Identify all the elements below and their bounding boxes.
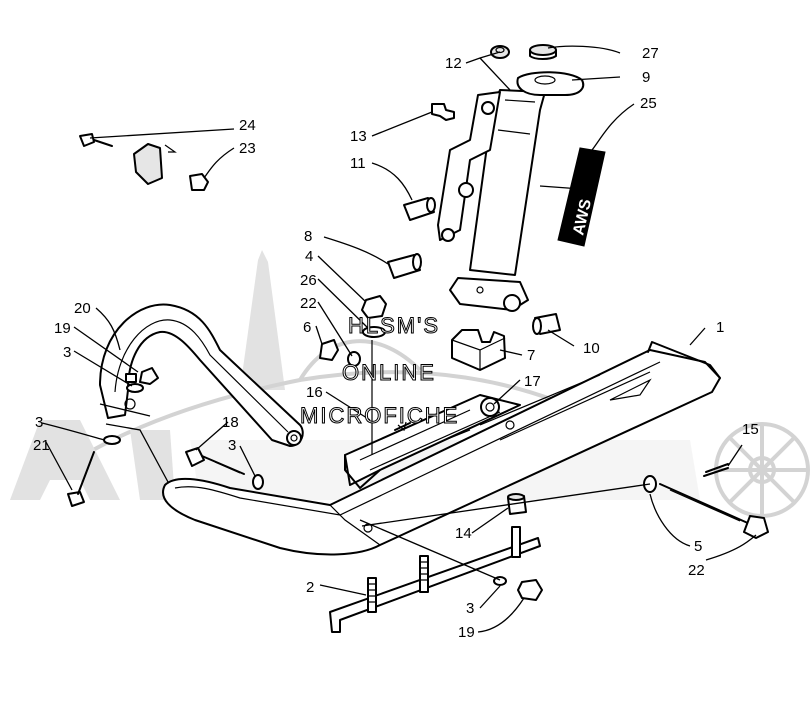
callout-11: 11 <box>350 155 366 172</box>
nut-19 <box>139 367 159 385</box>
callout-2: 2 <box>306 579 314 596</box>
callout-24: 24 <box>239 117 256 134</box>
nut-19-bottom <box>517 579 543 601</box>
watermark-line1: HLSM'S <box>348 313 440 338</box>
ski-saddle <box>344 394 521 489</box>
washer-3-left <box>252 474 264 490</box>
bushing-10 <box>532 313 561 335</box>
bolt-21 <box>67 451 95 507</box>
callout-27: 27 <box>642 45 659 62</box>
callout-12: 12 <box>445 55 462 72</box>
callout-3-mid: 3 <box>228 437 236 454</box>
watermark-line2: ONLINE <box>342 360 436 385</box>
wear-bar <box>329 526 541 633</box>
callout-8: 8 <box>304 228 312 245</box>
rubber-bumper <box>451 329 506 371</box>
callout-17: 17 <box>524 373 541 390</box>
callout-18: 18 <box>222 414 239 431</box>
bushing-11 <box>403 197 436 221</box>
callout-19-upper: 19 <box>54 320 71 337</box>
washer-3-21 <box>103 435 121 445</box>
callout-10: 10 <box>583 340 600 357</box>
callout-21: 21 <box>33 437 50 454</box>
nut-4 <box>361 295 387 319</box>
watermark: HLSM'S ONLINE MICROFICHE <box>300 313 459 429</box>
washer-26 <box>362 326 386 338</box>
callout-15: 15 <box>742 421 759 438</box>
callout-23: 23 <box>239 140 256 157</box>
callout-4: 4 <box>305 248 313 265</box>
callout-25: 25 <box>640 95 657 112</box>
ski-body <box>162 341 721 556</box>
nut-23 <box>189 173 209 191</box>
callout-9: 9 <box>642 69 650 86</box>
bushing-8 <box>387 253 422 279</box>
callout-16: 16 <box>306 384 323 401</box>
nut-6 <box>319 339 339 361</box>
callout-22-upper: 22 <box>300 295 317 312</box>
callout-5: 5 <box>694 538 702 555</box>
callout-14: 14 <box>455 525 472 542</box>
callout-6: 6 <box>303 319 311 336</box>
callout-13: 13 <box>350 128 367 145</box>
callout-3-left: 3 <box>35 414 43 431</box>
ski-loop-handle <box>99 303 304 447</box>
cotter-pin-15 <box>703 463 729 477</box>
callout-1: 1 <box>716 319 724 336</box>
grease-fitting-13 <box>431 103 455 121</box>
bolt-5 <box>659 483 769 539</box>
callout-19-lower: 19 <box>458 624 475 641</box>
callout-3-bottom: 3 <box>466 600 474 617</box>
bolt-24 <box>79 133 113 147</box>
washer-3-19 <box>126 383 144 393</box>
callout-3-upper: 3 <box>63 344 71 361</box>
leader-lines <box>41 45 757 633</box>
bolt-18 <box>185 447 245 475</box>
callout-26: 26 <box>300 272 317 289</box>
decal: AWS <box>557 147 606 247</box>
callout-20: 20 <box>74 300 91 317</box>
spindle-tube <box>437 71 585 312</box>
callout-labels: 1 2 3 3 3 3 4 5 6 7 8 9 10 11 12 13 14 1… <box>33 45 759 641</box>
callout-7: 7 <box>527 347 535 364</box>
watermark-line3: MICROFICHE <box>300 403 459 428</box>
callout-22-lower: 22 <box>688 562 705 579</box>
bracket-24 <box>133 143 177 185</box>
bushing-14 <box>507 493 527 515</box>
